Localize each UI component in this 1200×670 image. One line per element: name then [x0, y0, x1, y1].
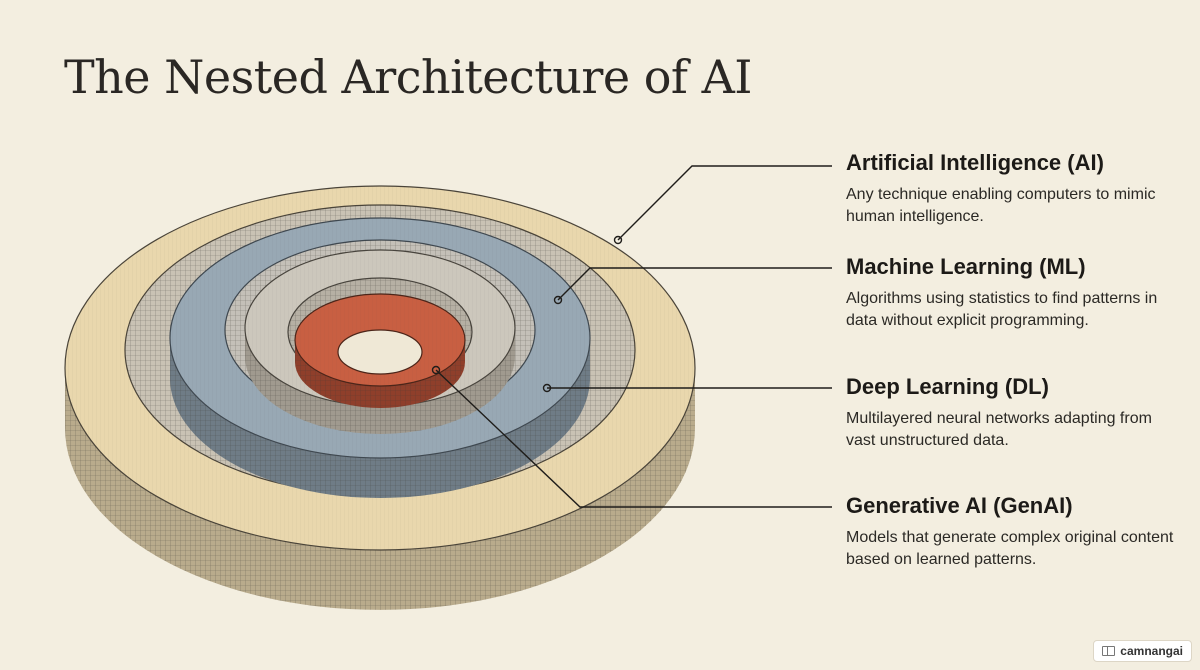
label-dl-description: Multilayered neural networks adapting fr… [846, 410, 1152, 449]
leader-ai-dot [613, 235, 623, 245]
label-genai-description: Models that generate complex original co… [846, 529, 1174, 568]
label-ml: Machine Learning (ML) Algorithms using s… [846, 254, 1176, 332]
leader-ai [613, 165, 832, 245]
label-dl: Deep Learning (DL) Multilayered neural n… [846, 374, 1176, 452]
label-genai: Generative AI (GenAI) Models that genera… [846, 493, 1176, 571]
label-ml-description: Algorithms using statistics to find patt… [846, 290, 1158, 329]
book-icon [1102, 646, 1116, 656]
label-ml-title: Machine Learning (ML) [846, 254, 1086, 279]
watermark-text: camnangai [1120, 644, 1183, 658]
ring-genai [294, 293, 466, 408]
label-ai: Artificial Intelligence (AI) Any techniq… [846, 150, 1176, 228]
watermark-badge: camnangai [1093, 640, 1192, 662]
leader-ml [553, 267, 832, 305]
leader-genai [431, 365, 832, 508]
ring-genai-hole [337, 329, 423, 375]
page-title: The Nested Architecture of AI [64, 50, 752, 104]
leader-dl-dot [542, 383, 552, 393]
label-ai-title: Artificial Intelligence (AI) [846, 150, 1104, 175]
leader-dl [542, 383, 832, 393]
leader-ml-dot [553, 295, 563, 305]
label-genai-title: Generative AI (GenAI) [846, 493, 1073, 518]
label-ai-description: Any technique enabling computers to mimi… [846, 186, 1156, 225]
leader-genai-dot [431, 365, 441, 375]
label-dl-title: Deep Learning (DL) [846, 374, 1049, 399]
